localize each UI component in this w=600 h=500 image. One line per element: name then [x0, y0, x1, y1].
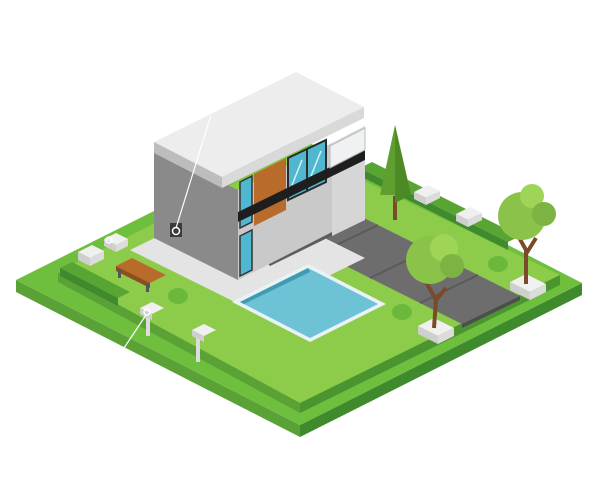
house-window-glare-2 [310, 150, 322, 177]
bench-seat [116, 258, 166, 283]
garden-blocks [78, 185, 482, 362]
stone-block-left-side [78, 252, 90, 266]
shrub-pool-right [392, 304, 412, 320]
shrub-front-left [168, 288, 188, 304]
stone-block-back-right [426, 191, 440, 205]
stone-block-back2-top [456, 207, 482, 220]
shrub-right [488, 256, 508, 272]
lamp-post-2 [192, 324, 216, 362]
house-roof-top [154, 72, 364, 177]
stone-block-back2-right [468, 213, 482, 227]
stone-block-left2-right [116, 239, 128, 252]
pool [232, 264, 386, 342]
marker-ring-left [105, 236, 113, 244]
marker-ring-front [143, 308, 151, 316]
hedge-left-side [60, 268, 118, 306]
house-window-tall-lower [239, 228, 253, 278]
house-window-tall-upper [239, 174, 253, 230]
stone-block-back-top [414, 185, 440, 198]
stone-block-back2-side [456, 214, 468, 227]
house [130, 72, 366, 312]
lawn-inner-side-left [58, 272, 300, 413]
tree-cone [380, 125, 411, 220]
trees [380, 125, 556, 344]
house-roof-edge-right [222, 107, 364, 188]
driveway-edge [462, 296, 520, 328]
tree-round-right [498, 184, 556, 300]
stone-block-back-side [414, 192, 426, 205]
house-antenna-line [175, 114, 212, 229]
bench-leg-1 [118, 270, 121, 278]
lawn-side-left [16, 280, 300, 437]
bench-seat-side [116, 266, 150, 288]
house-balcony-glass [329, 127, 366, 169]
lamp-post-1 [123, 302, 164, 349]
shrubs [168, 256, 508, 320]
pool-water-shade [240, 268, 310, 304]
driveway-seam-3 [419, 274, 479, 304]
stone-block-left-top [78, 245, 104, 258]
hedge-left [60, 262, 130, 298]
marker-line-front [123, 314, 147, 349]
bench [116, 258, 166, 292]
bench-leg-2 [146, 284, 149, 292]
stone-block-left-right [90, 251, 104, 266]
house-window-glare-1 [291, 159, 303, 186]
house-floor-band [238, 150, 365, 222]
tree-round-front [406, 234, 464, 344]
lawn-side-right [300, 283, 582, 437]
house-roof-edge-left [154, 142, 222, 188]
driveway-surface [290, 210, 520, 324]
